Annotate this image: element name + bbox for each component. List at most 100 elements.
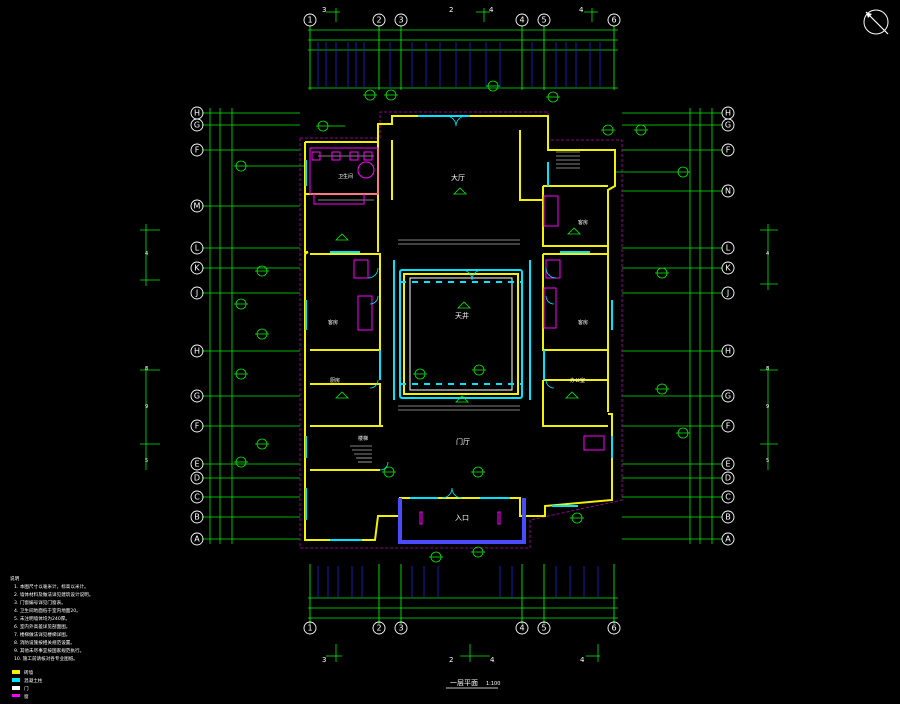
svg-text:8. 消防设施按相关规范设置。: 8. 消防设施按相关规范设置。: [14, 639, 75, 646]
svg-text:1: 1: [307, 624, 312, 633]
svg-text:10. 施工前请核对各专业图纸。: 10. 施工前请核对各专业图纸。: [14, 655, 78, 662]
svg-text:F: F: [726, 146, 731, 155]
svg-text:5: 5: [766, 458, 769, 464]
svg-text:J: J: [195, 289, 198, 298]
svg-text:2: 2: [376, 624, 381, 633]
svg-text:D: D: [725, 474, 731, 483]
svg-text:B: B: [194, 513, 200, 522]
svg-text:4: 4: [519, 624, 524, 633]
svg-text:H: H: [194, 347, 200, 356]
svg-text:H: H: [725, 109, 731, 118]
svg-text:E: E: [725, 460, 730, 469]
svg-text:F: F: [726, 422, 731, 431]
svg-text:L: L: [726, 244, 731, 253]
svg-text:7. 楼梯做法详见楼梯详图。: 7. 楼梯做法详见楼梯详图。: [14, 631, 70, 638]
right-dimension-band: 4 8 9 5: [689, 108, 778, 544]
svg-text:1: 1: [307, 16, 312, 25]
left-dimension-band: 4 8 9 5: [140, 108, 233, 544]
room-label-room-2: 客房: [578, 219, 588, 226]
room-label-office: 办公室: [570, 377, 585, 384]
room-label-bath: 卫生间: [338, 173, 353, 180]
elevation-marks: [335, 187, 581, 403]
svg-text:窗: 窗: [24, 693, 29, 700]
top-dimension-band: 3 2 4 4: [308, 6, 618, 90]
top-axis-markers: 1 2 3 4 5 6: [303, 13, 621, 27]
svg-text:2. 墙体材料及做法详见建筑设计说明。: 2. 墙体材料及做法详见建筑设计说明。: [14, 591, 93, 598]
svg-text:2: 2: [449, 6, 453, 14]
svg-text:4: 4: [766, 251, 769, 257]
section-markers: [234, 80, 690, 563]
svg-text:G: G: [725, 392, 731, 401]
svg-text:9. 其他未尽事宜按国家规范执行。: 9. 其他未尽事宜按国家规范执行。: [14, 647, 84, 654]
svg-text:3: 3: [322, 6, 326, 14]
svg-text:K: K: [725, 264, 731, 273]
svg-text:6: 6: [611, 624, 616, 633]
svg-text:4: 4: [519, 16, 524, 25]
legend: 砖墙 混凝土柱 门 窗: [12, 669, 43, 700]
room-label-room-1: 客房: [328, 319, 338, 326]
left-axis-markers: H G F M L K J H G F E D C B A: [190, 106, 204, 546]
svg-text:6. 室内外高差详见剖面图。: 6. 室内外高差详见剖面图。: [14, 623, 70, 630]
svg-text:B: B: [725, 513, 731, 522]
north-arrow-icon: [863, 9, 889, 35]
toilet-fixtures: [309, 147, 605, 525]
svg-text:4: 4: [145, 251, 148, 257]
svg-text:1:100: 1:100: [486, 681, 500, 687]
svg-text:4: 4: [490, 656, 495, 664]
svg-text:H: H: [725, 347, 731, 356]
room-label-courtyard: 天井: [455, 311, 469, 320]
building-outline: [299, 111, 623, 549]
horizontal-axis-lines: [202, 112, 722, 540]
svg-text:1. 本图尺寸以毫米计，标高以米计。: 1. 本图尺寸以毫米计，标高以米计。: [14, 583, 89, 590]
svg-text:4: 4: [489, 6, 494, 14]
svg-text:5: 5: [145, 458, 148, 464]
svg-text:8: 8: [145, 366, 148, 372]
svg-text:D: D: [194, 474, 200, 483]
svg-text:N: N: [725, 187, 731, 196]
svg-text:F: F: [195, 422, 200, 431]
svg-text:4. 卫生间地面低于室内地面20。: 4. 卫生间地面低于室内地面20。: [14, 607, 81, 614]
general-notes: 说明 1. 本图尺寸以毫米计，标高以米计。 2. 墙体材料及做法详见建筑设计说明…: [10, 575, 93, 700]
svg-text:2: 2: [449, 656, 453, 664]
stair-icon: [350, 445, 372, 463]
svg-text:G: G: [725, 121, 731, 130]
svg-text:4: 4: [579, 6, 584, 14]
drawing-title: 一层平面 1:100: [446, 679, 500, 689]
svg-text:E: E: [194, 460, 199, 469]
svg-text:2: 2: [376, 16, 381, 25]
svg-text:5: 5: [541, 624, 546, 633]
svg-text:8: 8: [766, 366, 769, 372]
svg-text:C: C: [725, 493, 731, 502]
door-swings: [367, 115, 557, 499]
svg-text:4: 4: [580, 656, 585, 664]
svg-text:A: A: [194, 535, 200, 544]
svg-text:F: F: [195, 146, 200, 155]
svg-text:3: 3: [398, 16, 403, 25]
svg-text:3: 3: [322, 656, 326, 664]
svg-text:一层平面: 一层平面: [450, 679, 478, 687]
svg-text:L: L: [195, 244, 200, 253]
svg-text:9: 9: [766, 404, 769, 410]
room-label-room-3: 客房: [578, 319, 588, 326]
svg-text:5: 5: [541, 16, 546, 25]
svg-text:H: H: [194, 109, 200, 118]
svg-text:9: 9: [145, 404, 148, 410]
room-label-main-hall: 大厅: [451, 173, 465, 182]
svg-text:说明: 说明: [10, 575, 20, 582]
svg-text:G: G: [194, 392, 200, 401]
svg-text:5. 未注明墙体均为240厚。: 5. 未注明墙体均为240厚。: [14, 615, 70, 622]
room-label-lobby: 门厅: [456, 437, 470, 446]
svg-text:混凝土柱: 混凝土柱: [24, 677, 43, 684]
svg-text:C: C: [194, 493, 200, 502]
svg-text:J: J: [726, 289, 729, 298]
svg-text:A: A: [725, 535, 731, 544]
room-label-entry: 入口: [455, 514, 469, 522]
bottom-dimension-band: 3 2 4 4: [308, 564, 618, 664]
svg-text:6: 6: [611, 16, 616, 25]
svg-text:砖墙: 砖墙: [24, 669, 34, 676]
bottom-axis-markers: 1 2 3 4 5 6: [303, 621, 621, 635]
room-label-kitchen: 厨房: [330, 377, 340, 384]
svg-text:3. 门窗编号详见门窗表。: 3. 门窗编号详见门窗表。: [14, 599, 66, 606]
svg-text:K: K: [194, 264, 200, 273]
